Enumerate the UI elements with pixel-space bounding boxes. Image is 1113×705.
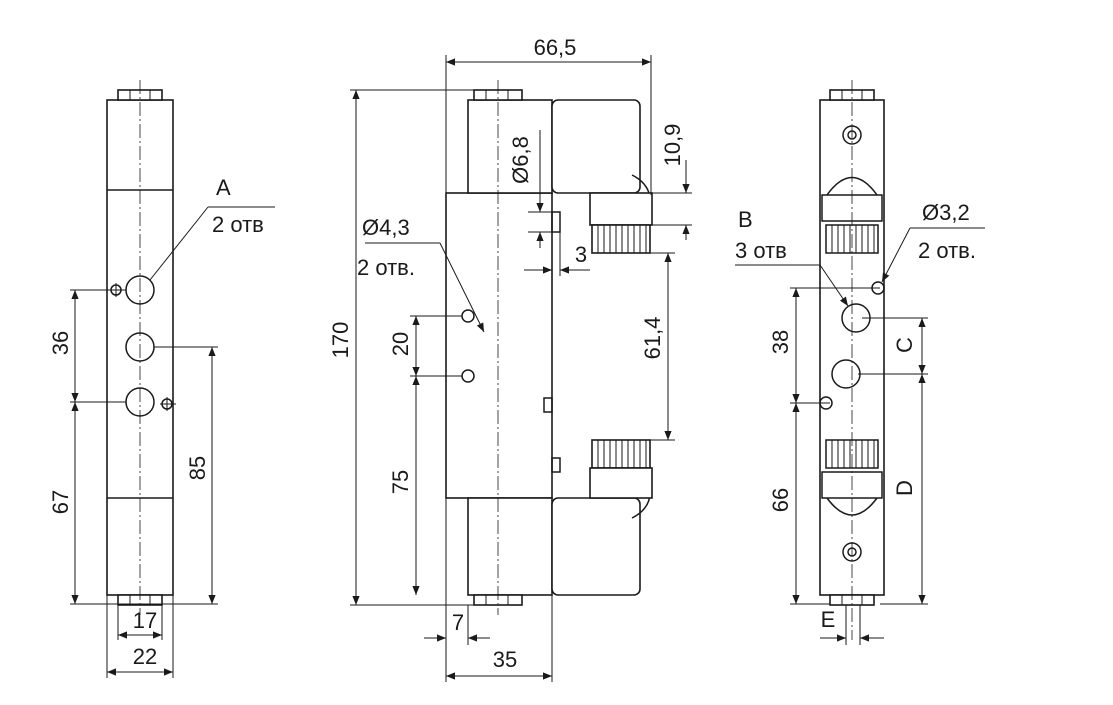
dim-left-17: 17 (133, 608, 157, 633)
dim-75: 75 (388, 470, 413, 494)
dim-66-5: 66,5 (534, 35, 577, 60)
dim-dia-3-2: Ø3,2 (922, 200, 970, 225)
dim-35: 35 (493, 647, 517, 672)
dim-7: 7 (452, 610, 464, 635)
right-small-hole-count: 2 отв. (918, 238, 976, 263)
dim-10-9: 10,9 (660, 124, 685, 167)
dim-right-66: 66 (768, 488, 793, 512)
dim-dia-6-8: Ø6,8 (508, 136, 533, 184)
dim-20: 20 (388, 332, 413, 356)
dim-3: 3 (575, 242, 587, 267)
callout-b-label: B (738, 207, 753, 232)
dim-right-c: C (892, 337, 917, 353)
callout-a-label: A (216, 175, 231, 200)
dim-right-38: 38 (768, 330, 793, 354)
dim-right-d: D (892, 480, 917, 496)
dim-left-22: 22 (133, 644, 157, 669)
dim-dia-4-3: Ø4,3 (362, 215, 410, 240)
coil-upper (551, 99, 641, 194)
mount-hole-count: 2 отв. (357, 255, 415, 280)
middle-view: 66,5 170 10,9 Ø6,8 3 61,4 Ø4,3 2 отв. (328, 35, 692, 682)
callout-b-count: 3 отв (735, 238, 787, 263)
dim-right-e: E (821, 607, 836, 632)
dim-left-85: 85 (185, 456, 210, 480)
dim-left-36: 36 (48, 331, 73, 355)
right-view: 38 66 C D E B 3 отв Ø3,2 2 отв. (735, 80, 985, 645)
dim-left-67: 67 (48, 490, 73, 514)
dim-170: 170 (328, 322, 353, 359)
valve-body (445, 192, 553, 499)
dim-61-4: 61,4 (640, 317, 665, 360)
callout-a-count: 2 отв (212, 212, 264, 237)
coil-lower (551, 497, 641, 596)
left-view: 36 67 85 17 22 A 2 отв (48, 80, 275, 678)
